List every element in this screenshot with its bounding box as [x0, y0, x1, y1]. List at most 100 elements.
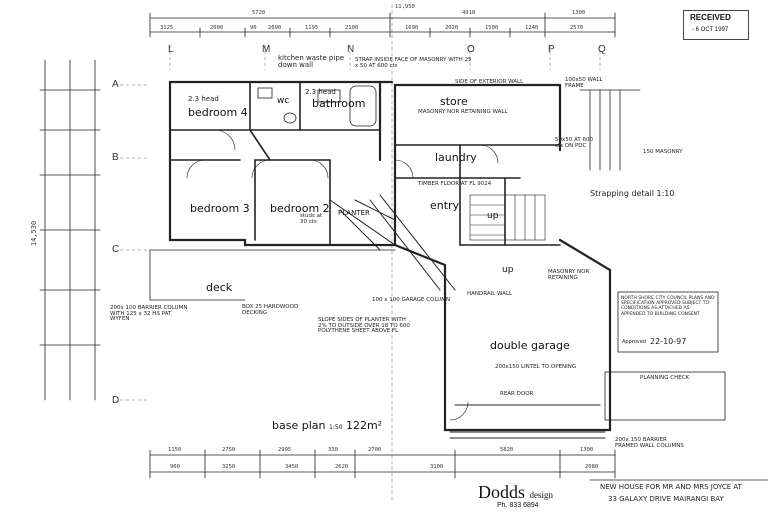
- note-studs: studs at 30 cts: [300, 213, 323, 225]
- plan-scale: 1:50: [328, 424, 343, 431]
- room-store: store: [440, 95, 468, 108]
- strapping-detail: [579, 89, 641, 171]
- room-wc: wc: [277, 96, 290, 106]
- bottom-dimension-lines: [149, 449, 616, 479]
- planning-check-label: PLANNING CHECK: [640, 375, 690, 381]
- top-dim: 90: [250, 25, 257, 31]
- firm-phone: Ph. 833 6894: [497, 502, 539, 509]
- note-box: BOX 25 HARDWOOD DECKING: [242, 304, 299, 316]
- room-bathroom: bathroom: [312, 97, 366, 110]
- entry-stairs: [469, 194, 546, 241]
- top-dim: 2020: [445, 25, 459, 31]
- top-dim: 2570: [570, 25, 584, 31]
- received-date: - 6 OCT 1997: [692, 27, 729, 33]
- top-dim: 4910: [462, 10, 476, 16]
- top-dim: 2000: [210, 25, 224, 31]
- firm-name: Dodds: [478, 482, 526, 502]
- room-laundry: laundry: [435, 151, 477, 164]
- grid-row-B: B: [112, 152, 119, 163]
- grid-col-M: M: [262, 44, 271, 55]
- project-line-1: NEW HOUSE FOR MR AND MRS JOYCE AT: [600, 483, 742, 491]
- note-head-bath: 2.3 head: [305, 88, 336, 96]
- room-double-garage: double garage: [490, 339, 570, 352]
- top-dim: 1500: [485, 25, 499, 31]
- deck-outline: [149, 249, 396, 301]
- top-dim: 3125: [160, 25, 174, 31]
- bottom-dim: 5820: [500, 447, 514, 453]
- grid-row-A: A: [112, 79, 119, 90]
- grid-col-P: P: [548, 44, 555, 55]
- top-dim: 2690: [268, 25, 282, 31]
- stair-up-2: up: [502, 265, 514, 275]
- grid-col-N: N: [347, 44, 355, 55]
- note-kitchen-waste: kitchen waste pipe down wall: [278, 54, 345, 69]
- bottom-dim: 1150: [168, 447, 182, 453]
- note-barrier-column: 200x 100 BARRIER COLUMN WITH 125 x 32 HS…: [110, 305, 188, 322]
- note-masonry-pdc: 150 MASONRY: [643, 149, 683, 155]
- received-title: RECEIVED: [690, 13, 731, 22]
- council-stamp-date: 22-10-97: [650, 337, 687, 346]
- plan-title: base plan 1:50 122m²: [272, 420, 382, 431]
- room-bedroom-3: bedroom 3: [190, 202, 250, 215]
- grid-col-L: L: [168, 44, 174, 55]
- top-dim: 11,950: [395, 4, 415, 10]
- note-garage-column: 100 x 100 GARAGE COLUMN: [372, 297, 451, 303]
- note-timber-floor: TIMBER FLOOR AT FL 9024: [418, 181, 492, 187]
- received-stamp: RECEIVED - 6 OCT 1997: [683, 10, 749, 40]
- bottom-dim: 3100: [430, 464, 444, 470]
- grid-col-O: O: [467, 44, 475, 55]
- note-head-bed4: 2.3 head: [188, 95, 219, 103]
- project-line-2: 33 GALAXY DRIVE MAIRANGI BAY: [608, 495, 724, 503]
- council-stamp-text: NORTH SHORE CITY COUNCIL PLANS AND SPECI…: [621, 296, 715, 317]
- grid-row-D: D: [112, 395, 120, 406]
- note-screw: 50x50 AT 600 cts ON PDC: [555, 137, 593, 149]
- bottom-dim: 2700: [368, 447, 382, 453]
- room-entry: entry: [430, 199, 460, 212]
- room-bedroom-4: bedroom 4: [188, 106, 248, 119]
- room-deck: deck: [206, 281, 233, 294]
- note-side-ext-wall: SIDE OF EXTERIOR WALL: [455, 79, 524, 85]
- plan-area: 122m²: [345, 419, 383, 432]
- grid-lines: [119, 4, 601, 501]
- planning-check-box: [604, 371, 726, 421]
- top-dim: 1240: [525, 25, 539, 31]
- top-dim: 5720: [252, 10, 266, 16]
- council-stamp-box: [617, 291, 719, 353]
- room-bedroom-2: bedroom 2: [270, 202, 330, 215]
- note-strapping-detail: Strapping detail 1:10: [590, 189, 675, 198]
- top-dim: 1690: [405, 25, 419, 31]
- top-dim: 2100: [345, 25, 359, 31]
- bottom-dim: 1300: [580, 447, 594, 453]
- note-strap: STRAP INSIDE FACE OF MASONRY WITH 25 x 5…: [355, 57, 472, 69]
- stair-up-1: up: [487, 211, 499, 221]
- note-masonry-retaining: MASONRY NOR RETAINING WALL: [418, 109, 508, 115]
- exterior-walls: [168, 80, 612, 432]
- grid-row-C: C: [112, 244, 120, 255]
- note-barrier-framed: 200x 150 BARRIER FRAMED WALL COLUMNS: [615, 437, 684, 449]
- firm-sub: design: [529, 490, 554, 500]
- note-planter: SLOPE SIDES OF PLANTER WITH 2% TO OUTSID…: [318, 317, 410, 334]
- note-masonry-nor: MASONRY NOR RETAINING: [548, 269, 590, 281]
- top-dimension-lines: [149, 12, 616, 38]
- planter-outline: [329, 194, 456, 291]
- council-approved: Approved: [622, 339, 646, 345]
- left-dim-total: 14,530: [30, 220, 39, 247]
- top-dim: 1195: [305, 25, 319, 31]
- bottom-dim: 900: [170, 464, 180, 470]
- note-rear-door: REAR DOOR: [500, 391, 534, 397]
- door-swings: [186, 129, 499, 421]
- room-planter: PLANTER: [338, 209, 370, 217]
- note-handrail: HANDRAIL WALL: [467, 291, 513, 297]
- bottom-dim: 2995: [278, 447, 292, 453]
- note-lintel: 200x150 LINTEL TO OPENING: [495, 364, 577, 370]
- bottom-dim: 2750: [222, 447, 236, 453]
- bottom-dim: 2620: [335, 464, 349, 470]
- firm-logo: Dodds design: [478, 483, 553, 501]
- note-wall-frame: 100x50 WALL FRAME: [565, 77, 603, 89]
- plan-title-text: base plan: [272, 419, 326, 432]
- bottom-dim: 330: [328, 447, 338, 453]
- garage-door: [449, 404, 606, 439]
- bottom-dim: 3250: [222, 464, 236, 470]
- left-dimension-lines: [39, 59, 101, 401]
